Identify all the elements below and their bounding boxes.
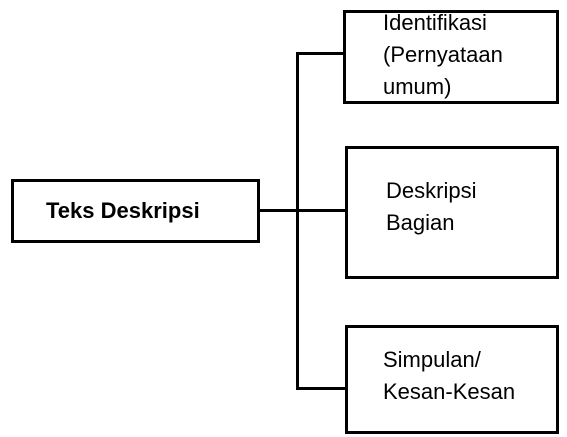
identification-label-line-2: (Pernyataan bbox=[383, 42, 503, 67]
trunk-line bbox=[296, 52, 299, 390]
branch-line-description bbox=[296, 209, 348, 212]
root-label: Teks Deskripsi bbox=[46, 198, 200, 223]
description-label-line-1: Deskripsi bbox=[386, 178, 477, 203]
identification-box bbox=[343, 10, 559, 104]
branch-line-conclusion bbox=[296, 387, 348, 390]
conclusion-label-line-1: Simpulan/ bbox=[383, 347, 481, 372]
root-box bbox=[11, 179, 260, 243]
description-label-line-2: Bagian bbox=[386, 210, 455, 235]
conclusion-box bbox=[345, 325, 559, 434]
root-connector-line bbox=[258, 209, 298, 212]
identification-label-line-3: umum) bbox=[383, 74, 452, 99]
identification-label-line-1: Identifikasi bbox=[383, 10, 487, 35]
conclusion-label-line-2: Kesan-Kesan bbox=[383, 379, 516, 404]
description-box bbox=[345, 146, 559, 279]
branch-line-identification bbox=[296, 52, 344, 55]
